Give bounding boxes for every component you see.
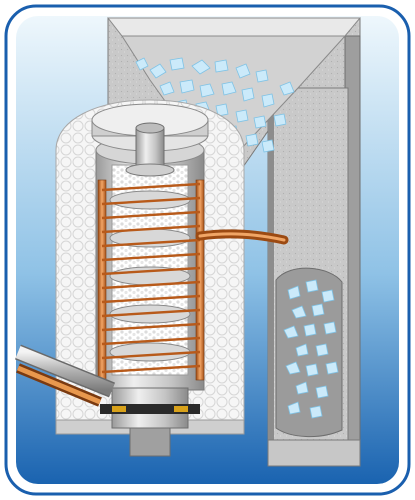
refrigerant-inlet-pipe (15, 344, 115, 407)
refrigerant-coil (97, 179, 289, 381)
ice-opening (100, 387, 200, 457)
ice-storage-pocket (275, 267, 343, 438)
